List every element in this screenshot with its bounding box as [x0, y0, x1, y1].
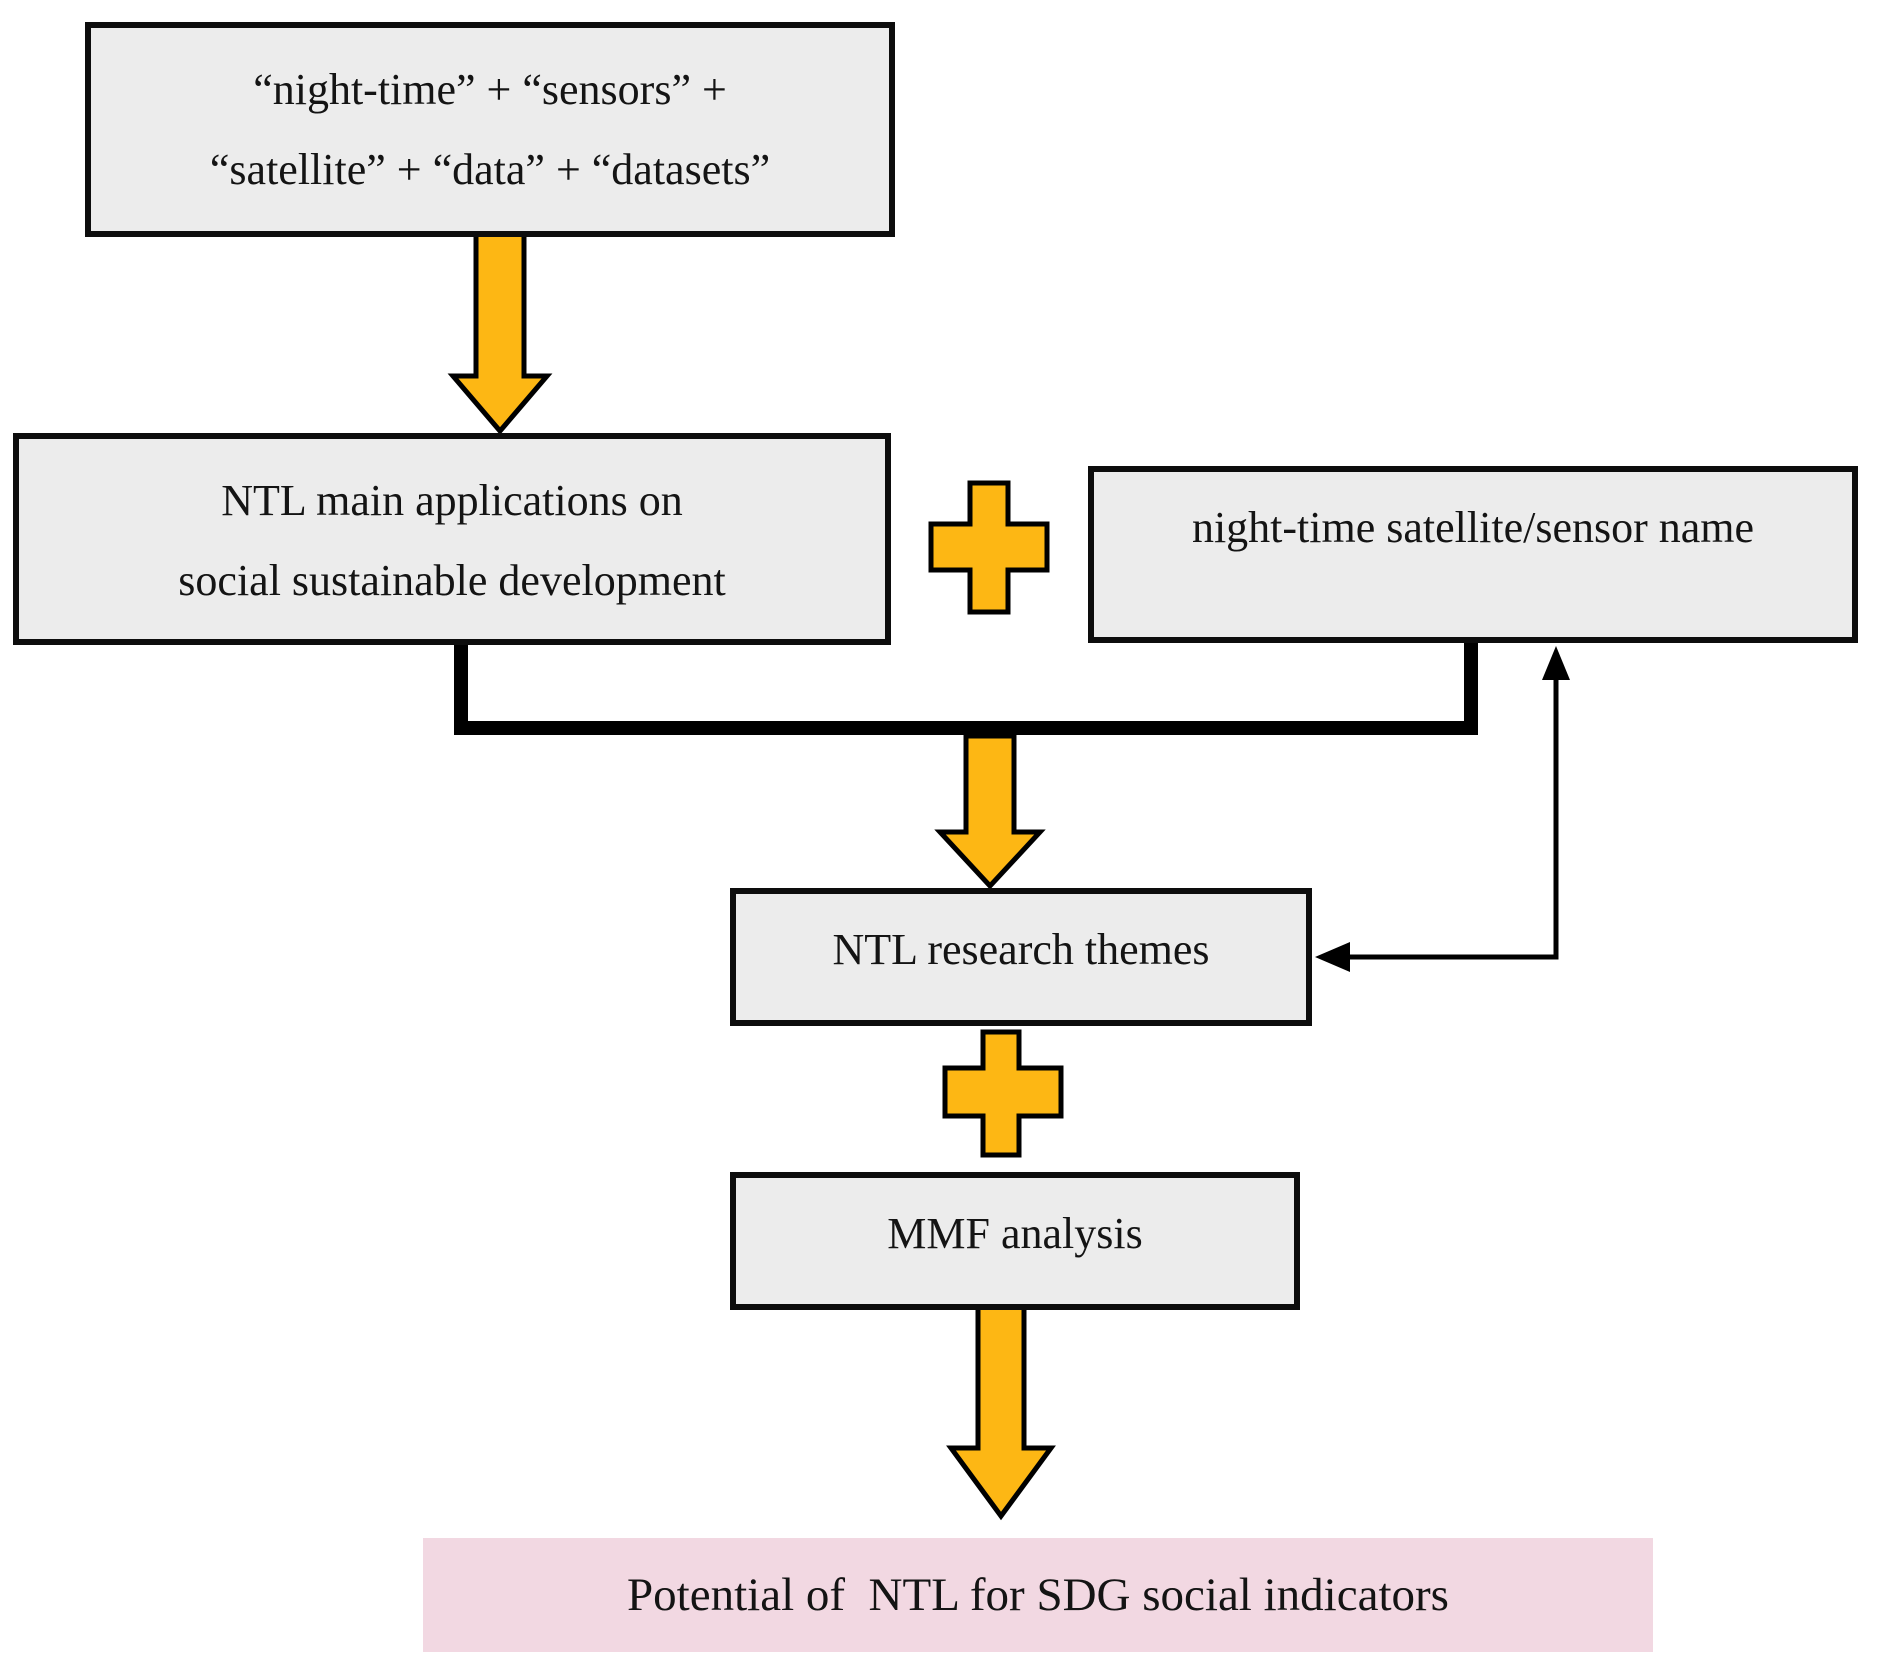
keywords-line-1: “night-time” + “sensors” +: [253, 65, 727, 114]
down-arrow-icon: [934, 733, 1046, 890]
feedback-arrow-line: [1336, 674, 1559, 960]
arrow-left-head-icon: [1315, 942, 1350, 972]
satellite-box: night-time satellite/sensor name: [1088, 466, 1858, 643]
plus-icon: [942, 1029, 1064, 1158]
satellite-label: night-time satellite/sensor name: [1191, 503, 1755, 552]
feedback-arrow: [1315, 646, 1570, 972]
applications-line-1: NTL main applications on: [221, 476, 683, 525]
mmf-box: MMF analysis: [730, 1172, 1300, 1310]
down-arrow-icon: [447, 205, 553, 435]
keywords-line-2: “satellite” + “data” + “datasets”: [209, 145, 771, 194]
themes-label: NTL research themes: [832, 925, 1210, 974]
themes-box: NTL research themes: [730, 888, 1312, 1026]
applications-box: NTL main applications on social sustaina…: [13, 433, 891, 645]
merge-connector-line: [454, 643, 1478, 735]
plus-icon: [928, 480, 1050, 615]
down-arrow-icon: [946, 1289, 1056, 1521]
arrow-up-head-icon: [1542, 646, 1570, 680]
mmf-label: MMF analysis: [887, 1209, 1143, 1258]
result-label: Potential of NTL for SDG social indicato…: [627, 1569, 1449, 1621]
keywords-box: “night-time” + “sensors” + “satellite” +…: [85, 22, 895, 237]
result-box: Potential of NTL for SDG social indicato…: [423, 1538, 1653, 1652]
applications-line-2: social sustainable development: [178, 556, 726, 605]
